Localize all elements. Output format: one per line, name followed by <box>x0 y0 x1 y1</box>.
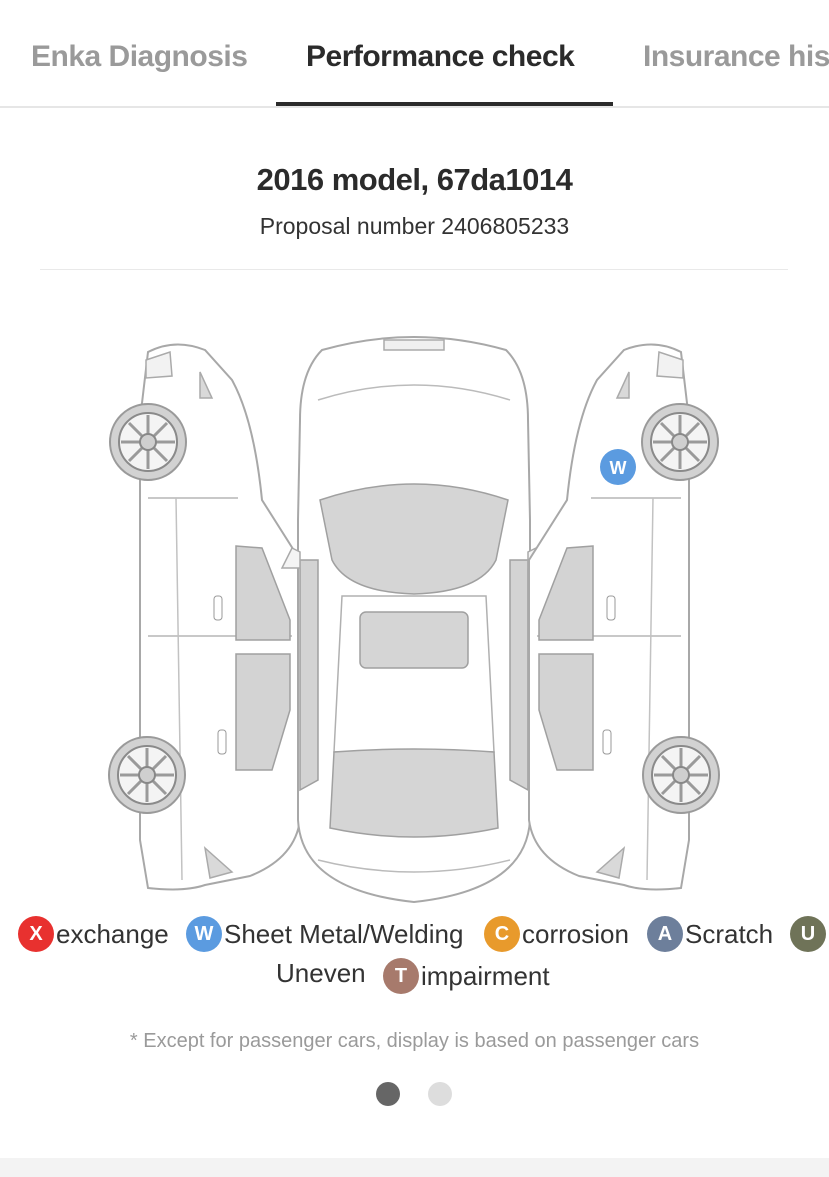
legend-item-scratch: A Scratch <box>647 916 773 952</box>
legend-item-corrosion: C corrosion <box>484 916 629 952</box>
vehicle-title: 2016 model, 67da1014 <box>256 162 573 197</box>
divider <box>40 269 788 270</box>
proposal-number: Proposal number 2406805233 <box>259 213 570 239</box>
page-dot-2[interactable] <box>428 1082 452 1106</box>
legend-label: exchange <box>56 918 169 949</box>
legend-label: Uneven <box>276 958 366 988</box>
car-right-side[interactable] <box>528 343 721 891</box>
legend-item-uneven: Uneven <box>276 958 366 989</box>
page-dot-1[interactable] <box>376 1082 400 1106</box>
legend-label: Scratch <box>685 918 774 949</box>
damage-marker-code: W <box>610 458 627 478</box>
scratch-badge: A <box>647 916 683 952</box>
legend-label: Sheet Metal/Welding <box>224 918 464 949</box>
tab-performance-check[interactable]: Performance check <box>306 40 575 73</box>
car-diagram: W <box>107 336 721 904</box>
exchange-badge: X <box>18 916 54 952</box>
uneven-badge: U <box>790 916 826 952</box>
tab-bar: Enka Diagnosis Performance check Insuran… <box>0 0 829 108</box>
impairment-badge: T <box>383 958 419 994</box>
legend-item-sheet-metal: W Sheet Metal/Welding <box>186 916 463 952</box>
car-top-view[interactable] <box>280 336 548 904</box>
tab-enka-diagnosis[interactable]: Enka Diagnosis <box>31 40 248 73</box>
welding-badge: W <box>186 916 222 952</box>
legend-item-exchange: X exchange <box>18 916 169 952</box>
corrosion-badge: C <box>484 916 520 952</box>
legend-item-uneven-badge: U <box>790 916 828 952</box>
car-left-side[interactable] <box>107 343 301 891</box>
active-tab-indicator <box>276 102 613 106</box>
legend-label: corrosion <box>522 918 629 949</box>
damage-marker-w[interactable]: W <box>600 449 636 485</box>
footnote: * Except for passenger cars, display is … <box>129 1030 700 1052</box>
legend-item-impairment: T impairment <box>383 958 550 994</box>
legend-label: impairment <box>421 960 550 991</box>
tab-insurance-history[interactable]: Insurance his <box>643 40 829 73</box>
footer-band <box>0 1158 829 1177</box>
